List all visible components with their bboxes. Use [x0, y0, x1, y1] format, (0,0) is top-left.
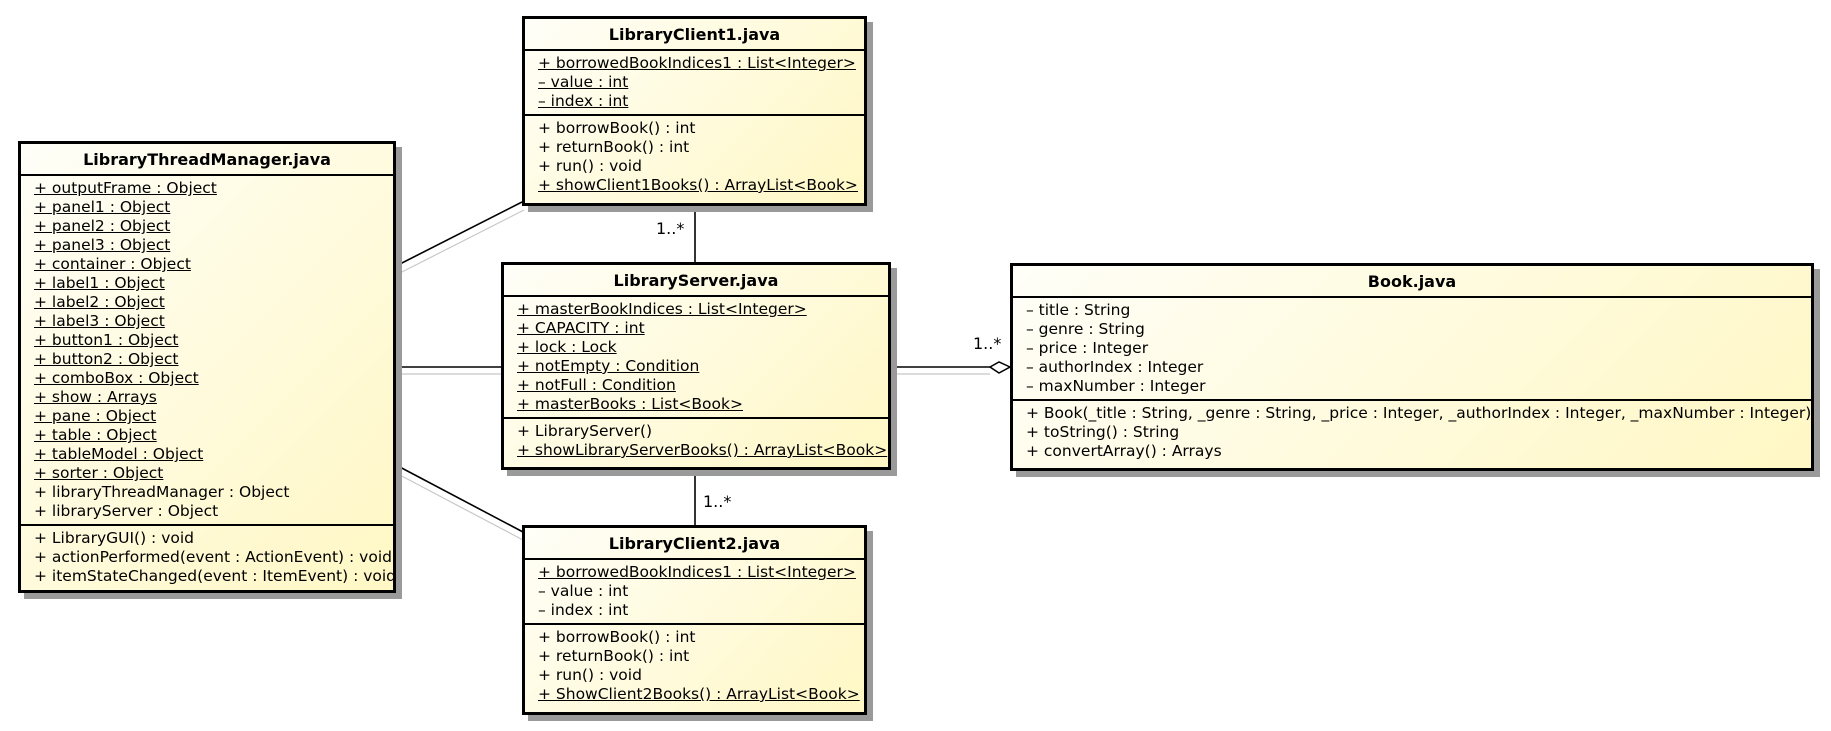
operation-item: + Book(_title : String, _genre : String,… [1026, 404, 1812, 422]
multiplicity-server-client2: 1..* [703, 492, 732, 511]
class-library-client2[interactable]: LibraryClient2.java + borrowedBookIndice… [522, 525, 867, 715]
class-name: LibraryThreadManager.java [21, 144, 393, 176]
multiplicity-client1-server: 1..* [656, 219, 685, 238]
attribute-item: + tableModel : Object [34, 445, 204, 463]
attribute-item: + label2 : Object [34, 293, 165, 311]
attribute-item: + label1 : Object [34, 274, 165, 292]
attribute-item: + button1 : Object [34, 331, 179, 349]
attribute-item: – value : int [538, 582, 629, 600]
operation-item: + convertArray() : Arrays [1026, 442, 1222, 460]
attribute-item: + label3 : Object [34, 312, 165, 330]
attribute-item: + lock : Lock [517, 338, 617, 356]
attribute-item: – genre : String [1026, 320, 1145, 338]
association-manager-client1-shadow [397, 209, 525, 275]
attribute-item: + panel1 : Object [34, 198, 171, 216]
operation-item: + actionPerformed(event : ActionEvent) :… [34, 548, 392, 566]
attribute-item: – title : String [1026, 301, 1131, 319]
attribute-item: + panel3 : Object [34, 236, 171, 254]
class-name: LibraryServer.java [504, 265, 888, 297]
attributes-compartment: + outputFrame : Object+ panel1 : Object+… [21, 176, 393, 524]
attribute-item: – authorIndex : Integer [1026, 358, 1204, 376]
attribute-item: + CAPACITY : int [517, 319, 645, 337]
attribute-item: + panel2 : Object [34, 217, 171, 235]
attribute-item: + masterBookIndices : List<Integer> [517, 300, 807, 318]
operation-item: + toString() : String [1026, 423, 1180, 441]
association-manager-client2-shadow [395, 472, 524, 541]
operation-item: + borrowBook() : int [538, 628, 696, 646]
operations-compartment: + Book(_title : String, _genre : String,… [1013, 399, 1811, 464]
class-name: LibraryClient2.java [525, 528, 864, 560]
attributes-compartment: + masterBookIndices : List<Integer>+ CAP… [504, 297, 888, 417]
attribute-item: + notEmpty : Condition [517, 357, 700, 375]
attribute-item: – price : Integer [1026, 339, 1149, 357]
multiplicity-server-book: 1..* [973, 334, 1002, 353]
operation-item: + run() : void [538, 157, 642, 175]
class-library-server[interactable]: LibraryServer.java + masterBookIndices :… [501, 262, 891, 470]
attributes-compartment: – title : String– genre : String– price … [1013, 298, 1811, 399]
attribute-item: + libraryServer : Object [34, 502, 219, 520]
operation-item: + LibraryGUI() : void [34, 529, 195, 547]
attribute-item: + masterBooks : List<Book> [517, 395, 743, 413]
association-manager-client1 [395, 201, 523, 267]
attribute-item: + borrowedBookIndices1 : List<Integer> [538, 563, 856, 581]
operations-compartment: + borrowBook() : int+ returnBook() : int… [525, 623, 864, 707]
operations-compartment: + LibraryGUI() : void+ actionPerformed(e… [21, 524, 397, 589]
attribute-item: + libraryThreadManager : Object [34, 483, 290, 501]
class-name: LibraryClient1.java [525, 19, 864, 51]
class-library-client1[interactable]: LibraryClient1.java + borrowedBookIndice… [522, 16, 867, 206]
operations-compartment: + borrowBook() : int+ returnBook() : int… [525, 114, 864, 198]
attribute-item: + pane : Object [34, 407, 157, 425]
attribute-item: + outputFrame : Object [34, 179, 217, 197]
aggregation-diamond-icon [988, 361, 1012, 374]
attributes-compartment: + borrowedBookIndices1 : List<Integer>– … [525, 51, 864, 114]
operation-item: + itemStateChanged(event : ItemEvent) : … [34, 567, 397, 585]
attribute-item: + notFull : Condition [517, 376, 676, 394]
attribute-item: + sorter : Object [34, 464, 164, 482]
operation-item: + borrowBook() : int [538, 119, 696, 137]
attributes-compartment: + borrowedBookIndices1 : List<Integer>– … [525, 560, 864, 623]
class-book[interactable]: Book.java – title : String– genre : Stri… [1010, 263, 1814, 471]
operation-item: + returnBook() : int [538, 138, 690, 156]
attribute-item: + table : Object [34, 426, 157, 444]
attribute-item: + comboBox : Object [34, 369, 199, 387]
association-manager-client2 [395, 464, 524, 533]
operations-compartment: + LibraryServer()+ showLibraryServerBook… [504, 417, 888, 463]
attribute-item: + button2 : Object [34, 350, 179, 368]
attribute-item: + container : Object [34, 255, 191, 273]
class-name: Book.java [1013, 266, 1811, 298]
attribute-item: + show : Arrays [34, 388, 157, 406]
class-library-thread-manager[interactable]: LibraryThreadManager.java + outputFrame … [18, 141, 396, 593]
attribute-item: – maxNumber : Integer [1026, 377, 1206, 395]
attribute-item: – index : int [538, 92, 629, 110]
operation-item: + run() : void [538, 666, 642, 684]
operation-item: + LibraryServer() [517, 422, 653, 440]
operation-item: + returnBook() : int [538, 647, 690, 665]
attribute-item: + borrowedBookIndices1 : List<Integer> [538, 54, 856, 72]
operation-item: + ShowClient2Books() : ArrayList<Book> [538, 685, 860, 703]
attribute-item: – value : int [538, 73, 629, 91]
attribute-item: – index : int [538, 601, 629, 619]
operation-item: + showLibraryServerBooks() : ArrayList<B… [517, 441, 888, 459]
operation-item: + showClient1Books() : ArrayList<Book> [538, 176, 858, 194]
